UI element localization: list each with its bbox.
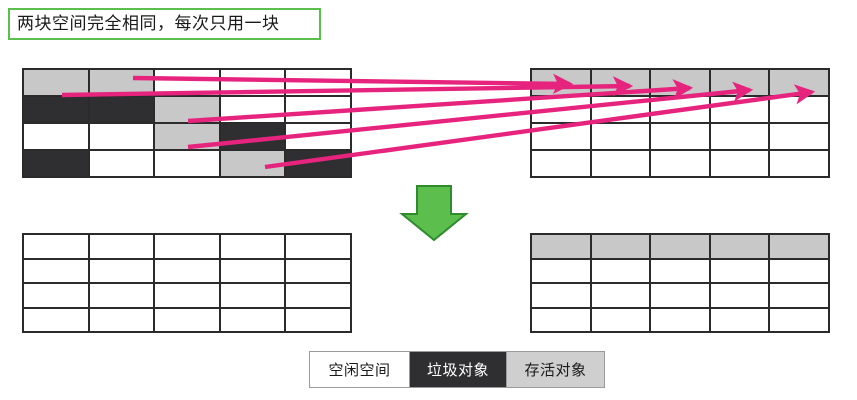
- memory-cell-free: [220, 284, 287, 309]
- memory-cell-free: [651, 151, 711, 178]
- memory-cell-free: [532, 97, 592, 124]
- memory-cell-live: [770, 235, 830, 260]
- memory-cell-free: [591, 308, 652, 333]
- memory-cell-free: [89, 284, 156, 309]
- memory-cell-free: [155, 235, 221, 260]
- memory-cell-live: [89, 70, 156, 97]
- memory-cell-free: [532, 124, 592, 151]
- memory-grid-from-space-before-gc: [22, 68, 352, 178]
- memory-cell-free: [155, 308, 221, 333]
- memory-cell-live: [651, 70, 711, 97]
- memory-cell-free: [286, 97, 352, 124]
- memory-cell-live: [770, 70, 830, 97]
- memory-cell-live: [220, 151, 287, 178]
- memory-cell-free: [89, 235, 156, 260]
- memory-cell-free: [155, 70, 221, 97]
- memory-cell-free: [532, 308, 592, 333]
- memory-cell-live: [155, 124, 221, 151]
- memory-cell-live: [710, 70, 771, 97]
- legend: 空闲空间 垃圾对象 存活对象: [309, 351, 605, 388]
- legend-item-free[interactable]: 空闲空间: [310, 352, 410, 387]
- memory-cell-free: [220, 97, 287, 124]
- memory-grid-to-space-after-copy: [530, 68, 830, 178]
- memory-grid-from-space-cleared: [22, 233, 352, 333]
- memory-cell-free: [89, 259, 156, 284]
- memory-cell-free: [286, 124, 352, 151]
- memory-cell-free: [286, 308, 352, 333]
- memory-cell-free: [591, 124, 652, 151]
- memory-cell-free: [24, 259, 90, 284]
- memory-cell-garbage: [89, 97, 156, 124]
- memory-cell-free: [155, 259, 221, 284]
- memory-cell-live: [591, 70, 652, 97]
- memory-cell-free: [770, 151, 830, 178]
- memory-cell-live: [155, 97, 221, 124]
- memory-cell-live: [24, 70, 90, 97]
- memory-cell-free: [710, 259, 771, 284]
- memory-cell-free: [770, 308, 830, 333]
- legend-item-garbage[interactable]: 垃圾对象: [410, 352, 507, 387]
- memory-cell-free: [24, 308, 90, 333]
- memory-cell-garbage: [220, 124, 287, 151]
- memory-cell-free: [24, 124, 90, 151]
- memory-cell-free: [220, 259, 287, 284]
- title-banner: 两块空间完全相同，每次只用一块: [8, 8, 321, 40]
- memory-cell-free: [770, 259, 830, 284]
- memory-cell-free: [651, 97, 711, 124]
- memory-cell-garbage: [24, 97, 90, 124]
- memory-cell-garbage: [24, 151, 90, 178]
- memory-cell-free: [591, 284, 652, 309]
- memory-cell-free: [220, 70, 287, 97]
- memory-cell-free: [710, 308, 771, 333]
- memory-cell-free: [89, 151, 156, 178]
- memory-grid-to-space-compacted: [530, 233, 830, 333]
- memory-cell-free: [286, 235, 352, 260]
- memory-cell-live: [651, 235, 711, 260]
- memory-cell-free: [532, 259, 592, 284]
- memory-cell-free: [220, 308, 287, 333]
- memory-cell-free: [286, 284, 352, 309]
- memory-cell-live: [591, 235, 652, 260]
- memory-cell-free: [220, 235, 287, 260]
- memory-cell-free: [710, 151, 771, 178]
- memory-cell-free: [532, 151, 592, 178]
- memory-cell-free: [24, 235, 90, 260]
- memory-cell-free: [89, 124, 156, 151]
- memory-cell-free: [710, 97, 771, 124]
- memory-cell-free: [24, 284, 90, 309]
- memory-cell-free: [155, 151, 221, 178]
- memory-cell-garbage: [286, 151, 352, 178]
- memory-cell-live: [710, 235, 771, 260]
- memory-cell-free: [651, 308, 711, 333]
- memory-cell-free: [591, 97, 652, 124]
- memory-cell-free: [286, 259, 352, 284]
- memory-cell-live: [532, 235, 592, 260]
- memory-cell-free: [770, 284, 830, 309]
- memory-cell-free: [651, 259, 711, 284]
- memory-cell-free: [286, 70, 352, 97]
- memory-cell-free: [770, 124, 830, 151]
- memory-cell-free: [591, 151, 652, 178]
- title-banner-text: 两块空间完全相同，每次只用一块: [17, 13, 280, 34]
- memory-cell-free: [591, 259, 652, 284]
- memory-cell-free: [155, 284, 221, 309]
- memory-cell-free: [710, 124, 771, 151]
- memory-cell-free: [532, 284, 592, 309]
- memory-cell-free: [651, 284, 711, 309]
- memory-cell-free: [89, 308, 156, 333]
- memory-cell-free: [770, 97, 830, 124]
- legend-item-live[interactable]: 存活对象: [507, 352, 604, 387]
- memory-cell-free: [710, 284, 771, 309]
- memory-cell-live: [532, 70, 592, 97]
- memory-cell-free: [651, 124, 711, 151]
